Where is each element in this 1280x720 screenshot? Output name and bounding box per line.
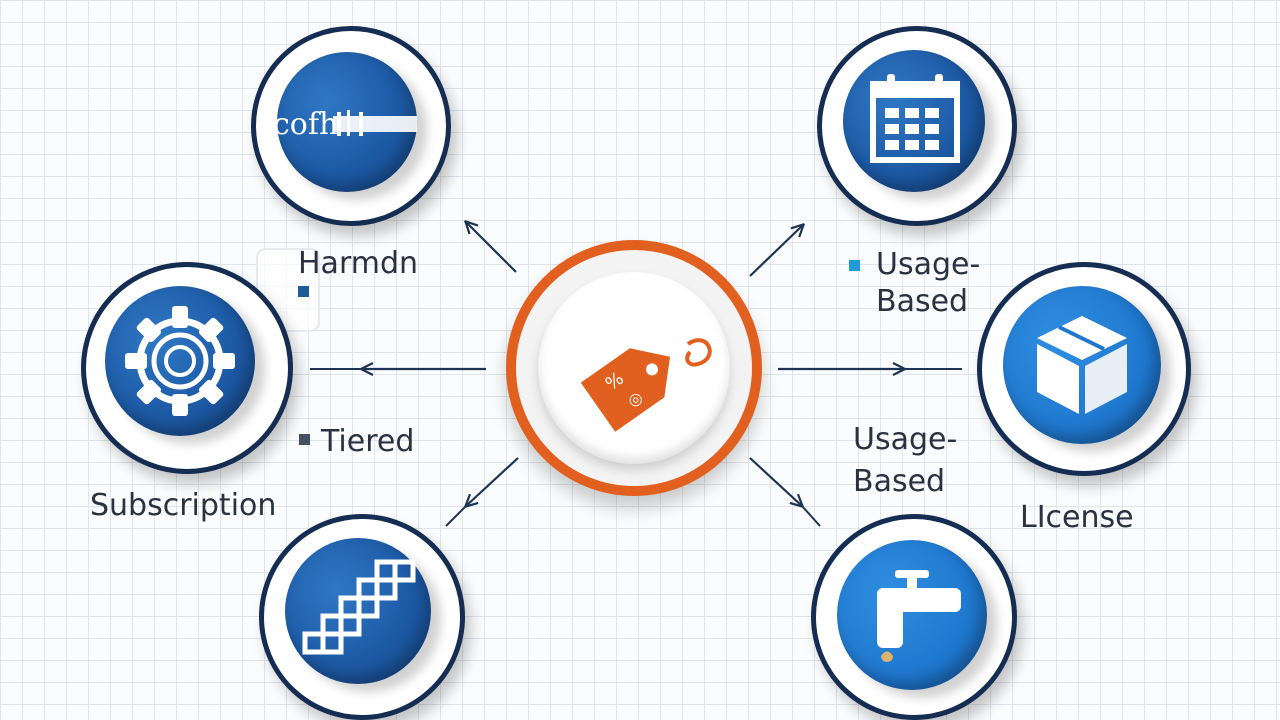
node-package (977, 262, 1191, 476)
arrow-to-faucet (749, 457, 802, 506)
box-icon (1037, 316, 1127, 414)
label-top-left-bullet (298, 286, 309, 297)
tiered-bullet (299, 434, 310, 445)
label-usage-based-top-1: Usage- (876, 247, 981, 282)
label-usage-based-mid-1: Usage- (853, 422, 958, 457)
arrow-to-stairs (466, 457, 519, 506)
node-calendar (817, 26, 1017, 226)
usage-based-top-bullet (849, 260, 860, 271)
node-gear (81, 262, 293, 474)
node-software: cofh (251, 26, 451, 226)
tiered-stairs-icon (302, 559, 416, 655)
extra-line-bottom-left (445, 505, 467, 527)
label-top-left: Harmdn (298, 246, 419, 281)
arrow-to-software (466, 222, 517, 273)
arrow-to-calendar (749, 225, 803, 277)
svg-text:cofh: cofh (277, 107, 338, 142)
label-usage-based-top-2: Based (876, 284, 969, 319)
faucet-icon (877, 570, 961, 662)
label-usage-based-mid-2: Based (853, 464, 946, 499)
extra-line-bottom-right (801, 505, 821, 527)
ghost-card (256, 248, 320, 332)
label-license: LIcense (1020, 500, 1134, 535)
node-stairs (259, 514, 465, 720)
software-text-icon: cofh (277, 107, 417, 142)
gear-icon (125, 306, 235, 416)
calendar-icon (870, 74, 960, 163)
label-tiered: Tiered (321, 424, 415, 459)
center-pricing-node: % ◎ (506, 240, 762, 496)
price-tag-icon: % ◎ (580, 338, 712, 432)
node-faucet (811, 514, 1017, 720)
center-inner-disc: % ◎ (538, 272, 730, 464)
label-subscription: Subscription (90, 488, 277, 523)
